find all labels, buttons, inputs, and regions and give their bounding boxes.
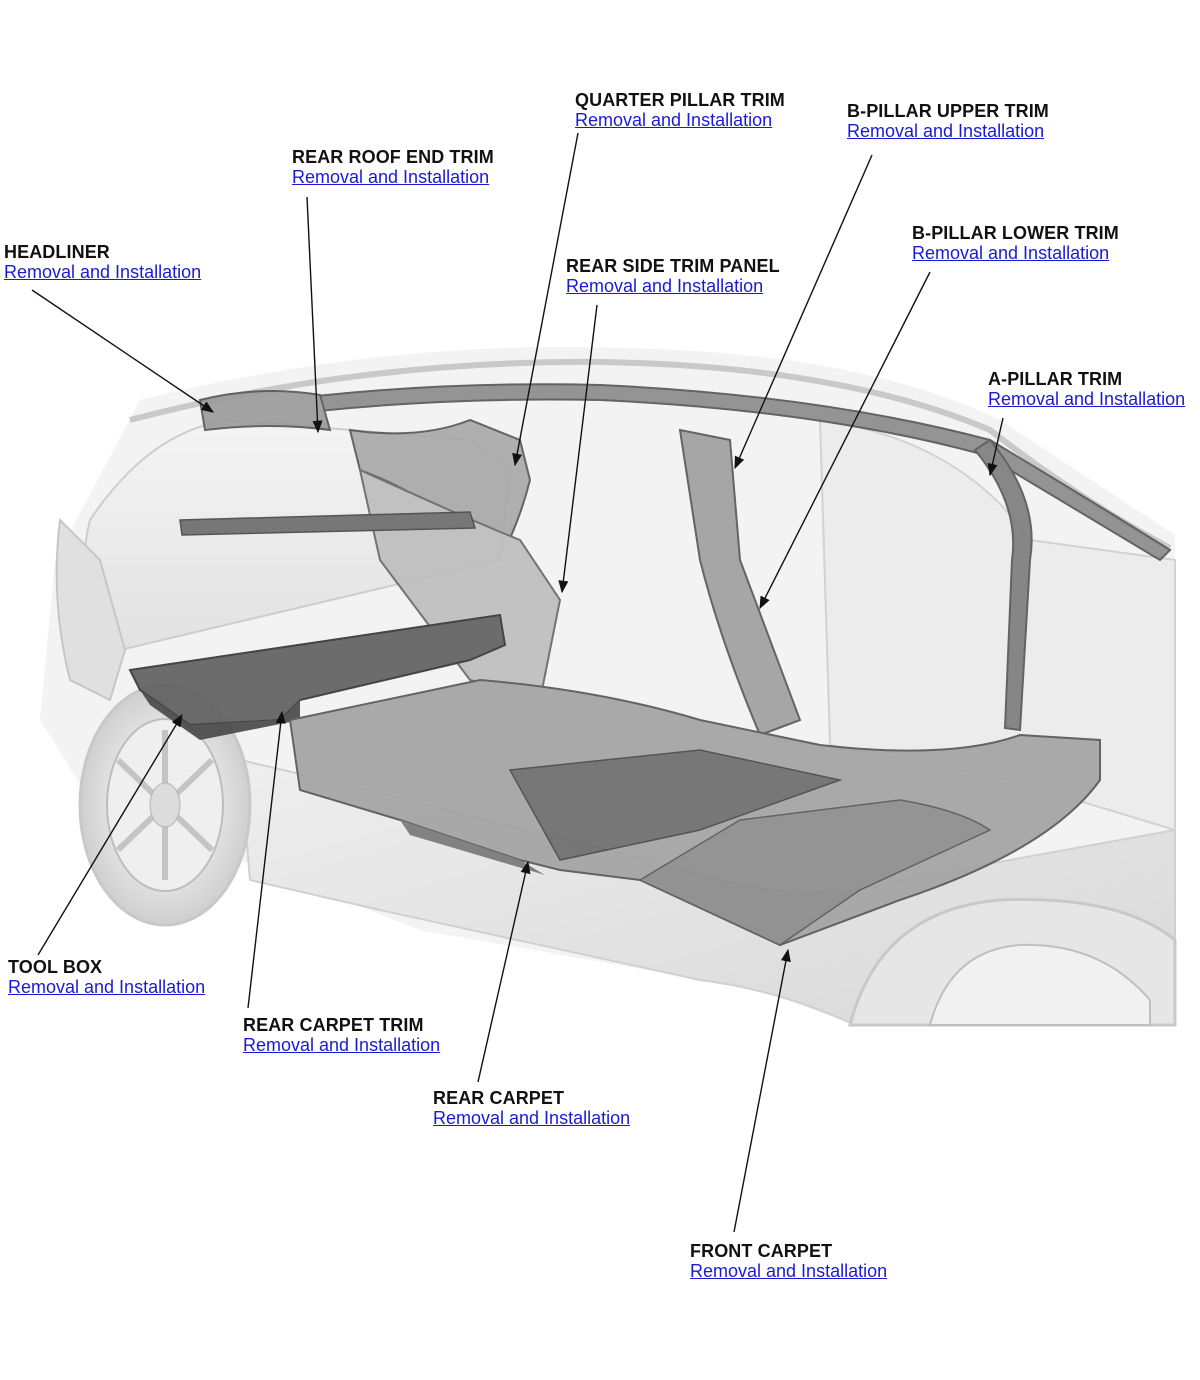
removal-installation-link[interactable]: Removal and Installation [847, 121, 1045, 141]
callout-title: FRONT CARPET [690, 1241, 833, 1261]
callout-title: B-PILLAR LOWER TRIM [912, 223, 1119, 243]
callout-title: HEADLINER [4, 242, 110, 262]
leader-quarter-pillar-trim [512, 132, 579, 467]
leader-headliner [31, 289, 215, 413]
callout-front-carpet: FRONT CARPET Removal and Installation [690, 1241, 887, 1281]
removal-installation-link[interactable]: Removal and Installation [292, 167, 490, 187]
removal-installation-link[interactable]: Removal and Installation [988, 389, 1186, 409]
callout-title: REAR CARPET TRIM [243, 1015, 424, 1035]
callout-title: B-PILLAR UPPER TRIM [847, 101, 1049, 121]
callout-tool-box: TOOL BOX Removal and Installation [8, 957, 205, 997]
removal-installation-link[interactable]: Removal and Installation [8, 977, 206, 997]
callout-title: QUARTER PILLAR TRIM [575, 90, 785, 110]
removal-installation-link[interactable]: Removal and Installation [566, 276, 764, 296]
leader-rear-carpet [477, 860, 531, 1083]
callout-b-pillar-lower-trim: B-PILLAR LOWER TRIM Removal and Installa… [912, 223, 1119, 263]
callout-rear-carpet-trim: REAR CARPET TRIM Removal and Installatio… [243, 1015, 440, 1055]
callout-title: REAR SIDE TRIM PANEL [566, 256, 780, 276]
removal-installation-link[interactable]: Removal and Installation [690, 1261, 888, 1281]
trim-parts [128, 383, 1172, 947]
callout-rear-roof-end-trim: REAR ROOF END TRIM Removal and Installat… [292, 147, 494, 187]
leader-lines [31, 132, 1004, 1233]
callout-title: A-PILLAR TRIM [988, 369, 1123, 389]
callout-quarter-pillar-trim: QUARTER PILLAR TRIM Removal and Installa… [575, 90, 785, 130]
callout-rear-carpet: REAR CARPET Removal and Installation [433, 1088, 630, 1128]
rear-wheel [78, 683, 252, 927]
leader-rear-roof-end-trim [306, 196, 323, 434]
leader-b-pillar-upper-trim [734, 154, 873, 470]
callout-b-pillar-upper-trim: B-PILLAR UPPER TRIM Removal and Installa… [847, 101, 1049, 141]
callout-headliner: HEADLINER Removal and Installation [4, 242, 201, 282]
removal-installation-link[interactable]: Removal and Installation [243, 1035, 441, 1055]
removal-installation-link[interactable]: Removal and Installation [433, 1108, 631, 1128]
leader-rear-carpet-trim [247, 710, 286, 1009]
removal-installation-link[interactable]: Removal and Installation [575, 110, 773, 130]
callout-rear-side-trim-panel: REAR SIDE TRIM PANEL Removal and Install… [566, 256, 780, 296]
removal-installation-link[interactable]: Removal and Installation [912, 243, 1110, 263]
removal-installation-link[interactable]: Removal and Installation [4, 262, 202, 282]
callout-title: TOOL BOX [8, 957, 103, 977]
callout-title: REAR ROOF END TRIM [292, 147, 494, 167]
leader-rear-side-trim-panel [558, 304, 598, 594]
callout-title: REAR CARPET [433, 1088, 565, 1108]
leader-b-pillar-lower-trim [759, 271, 931, 610]
callout-a-pillar-trim: A-PILLAR TRIM Removal and Installation [988, 369, 1185, 409]
front-wheel [848, 898, 1177, 1027]
leader-tool-box [37, 713, 183, 956]
leader-a-pillar-trim [987, 417, 1004, 477]
leader-front-carpet [733, 948, 791, 1233]
